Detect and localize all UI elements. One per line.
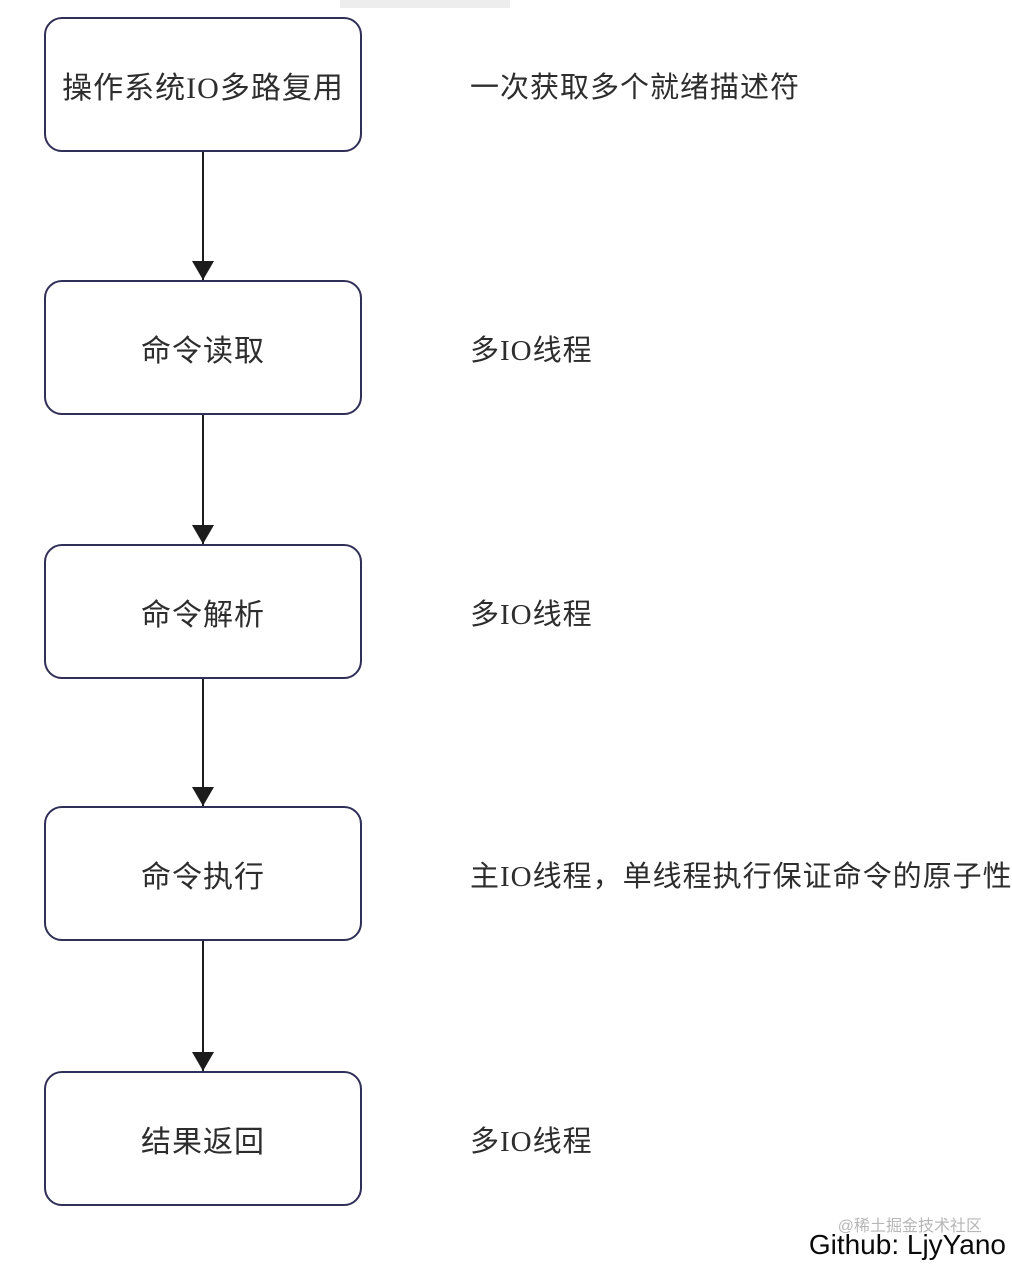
flow-node-io-multiplexing: 操作系统IO多路复用 <box>44 17 362 152</box>
flow-arrow-4 <box>192 941 214 1071</box>
node-label: 操作系统IO多路复用 <box>62 71 344 105</box>
flow-arrow-3 <box>192 679 214 806</box>
flow-node-command-read: 命令读取 <box>44 280 362 415</box>
scan-artifact-strip <box>340 0 510 8</box>
arrow-down-icon <box>192 525 214 544</box>
annotation-command-execute: 主IO线程，单线程执行保证命令的原子性 <box>470 806 1012 941</box>
annotation-command-read: 多IO线程 <box>470 280 593 415</box>
annotation-text: 主IO线程，单线程执行保证命令的原子性 <box>470 860 1012 893</box>
annotation-result-return: 多IO线程 <box>470 1071 593 1206</box>
node-label: 结果返回 <box>141 1125 265 1159</box>
node-label: 命令解析 <box>141 598 265 632</box>
arrow-down-icon <box>192 787 214 806</box>
annotation-io-multiplexing: 一次获取多个就绪描述符 <box>470 17 800 152</box>
node-label: 命令执行 <box>141 860 265 894</box>
annotation-text: 一次获取多个就绪描述符 <box>470 71 801 104</box>
arrow-down-icon <box>192 1052 214 1071</box>
community-watermark: @稀土掘金技术社区 <box>837 1218 982 1235</box>
annotation-text: 多IO线程 <box>470 1125 593 1158</box>
flow-arrow-2 <box>192 415 214 544</box>
annotation-text: 多IO线程 <box>470 598 593 631</box>
node-label: 命令读取 <box>141 334 265 368</box>
annotation-command-parse: 多IO线程 <box>470 544 593 679</box>
flow-node-command-parse: 命令解析 <box>44 544 362 679</box>
arrow-down-icon <box>192 261 214 280</box>
flow-node-result-return: 结果返回 <box>44 1071 362 1206</box>
flow-node-command-execute: 命令执行 <box>44 806 362 941</box>
annotation-text: 多IO线程 <box>470 334 593 367</box>
github-watermark: Github: LjyYano <box>808 1229 1006 1260</box>
flow-arrow-1 <box>192 152 214 280</box>
